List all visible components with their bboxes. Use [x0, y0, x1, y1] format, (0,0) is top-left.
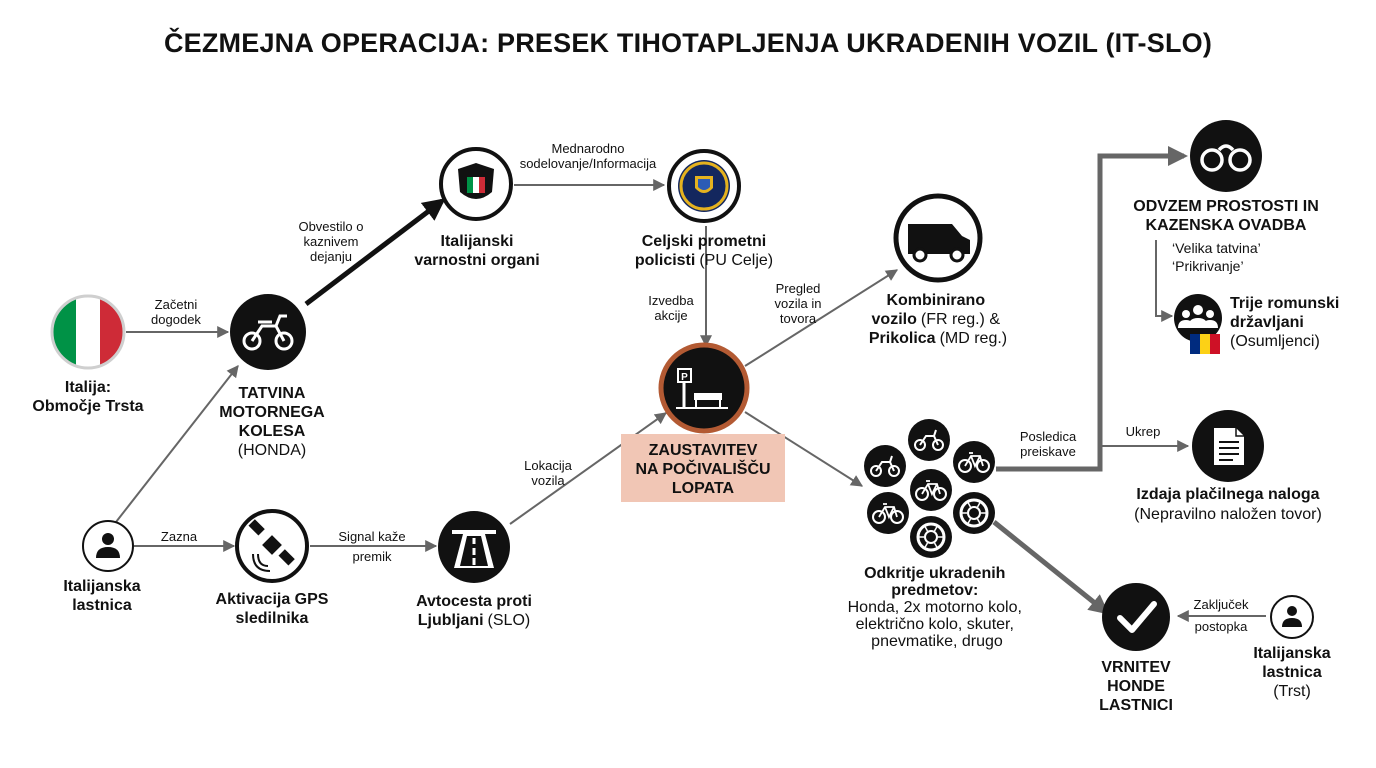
edge-label-detect: Zazna	[161, 529, 198, 544]
node-arrest-charges: ‘Velika tatvina’‘Prikrivanje’	[1172, 240, 1261, 274]
van-icon	[908, 224, 970, 263]
group-icon	[1178, 305, 1218, 328]
person-icon	[1282, 606, 1302, 627]
edge-theft-security	[304, 198, 446, 306]
edge-stop-vehicle	[744, 269, 899, 367]
node-fine: Izdaja plačilnega naloga(Nepravilno nalo…	[1134, 410, 1322, 523]
node-italy: Italija:Območje Trsta	[32, 294, 144, 415]
node-items: Odkritje ukradenih predmetov: Honda, 2x …	[848, 419, 1027, 650]
motorcycle-icon	[908, 419, 950, 461]
person-icon	[96, 533, 120, 558]
node-italy-label: Italija:Območje Trsta	[32, 379, 143, 415]
bicycle-icon	[953, 441, 995, 483]
italy-flag-icon	[50, 294, 126, 370]
police-badge-icon	[458, 163, 494, 199]
node-items-label: Odkritje ukradenih predmetov: Honda, 2x …	[848, 565, 1027, 650]
tire-icon	[910, 516, 952, 558]
edge-items-return	[992, 520, 1110, 615]
bicycle-icon	[867, 492, 909, 534]
edge-items-arrest	[996, 146, 1188, 472]
handcuffs-icon	[1200, 144, 1252, 172]
items-icon-cluster	[864, 419, 995, 558]
romania-flag-icon	[1190, 334, 1220, 354]
motorcycle-icon	[864, 445, 906, 487]
edge-label-measure: Ukrep	[1126, 424, 1161, 439]
node-romanians-label: Trije romunski državljani (Osumljenci)	[1230, 295, 1344, 350]
edge-arrest-romanians	[1155, 240, 1174, 322]
bicycle-icon	[910, 469, 952, 511]
edge-highway-stop	[509, 412, 667, 525]
motorcycle-icon	[242, 314, 294, 351]
document-icon	[1214, 428, 1244, 465]
highway-icon	[452, 530, 496, 568]
checkmark-icon	[1117, 601, 1157, 633]
satellite-icon	[248, 519, 295, 572]
svg-text:P: P	[681, 372, 688, 383]
node-stop-highlight	[621, 434, 785, 502]
page-title: ČEZMEJNA OPERACIJA: PRESEK TIHOTAPLJENJA…	[164, 27, 1212, 58]
node-fine-label: Izdaja plačilnega naloga(Nepravilno nalo…	[1134, 486, 1322, 523]
edge-stop-items	[744, 411, 864, 487]
node-vehicle-label: Kombinirano vozilo(FR reg.) & Prikolica(…	[869, 292, 1007, 347]
edges	[115, 146, 1266, 622]
node-romanians: Trije romunski državljani (Osumljenci)	[1174, 294, 1344, 354]
tire-icon	[953, 492, 995, 534]
node-vehicle: Kombinirano vozilo(FR reg.) & Prikolica(…	[869, 193, 1007, 347]
edge-owner-theft	[115, 365, 239, 523]
rest-area-icon: P	[676, 368, 728, 409]
slovenian-police-badge-icon	[678, 160, 730, 212]
